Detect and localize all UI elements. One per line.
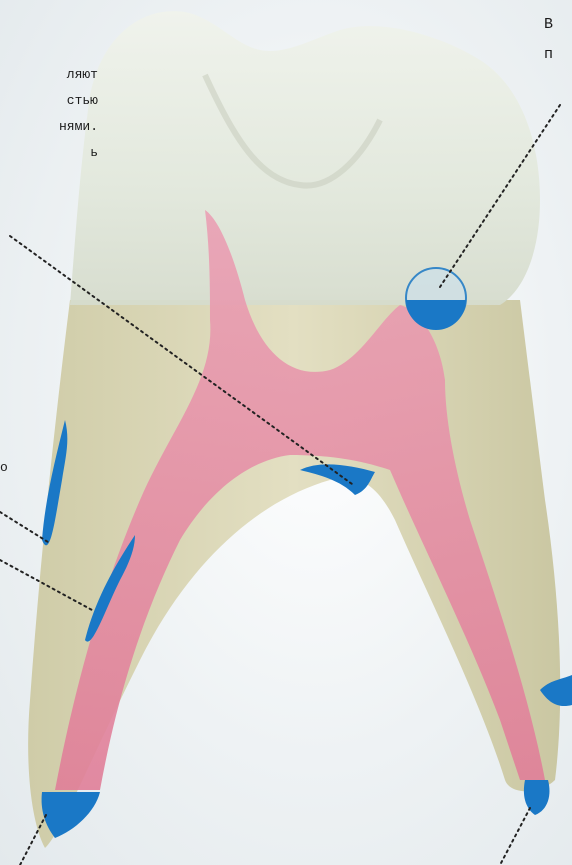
tooth-crown (70, 11, 540, 305)
annotation-left-fragment: о (0, 455, 20, 481)
annotation-left-text: ляют стью нями. ь (0, 62, 98, 166)
marker-apex-left (42, 792, 100, 838)
pointer-apex-right (500, 808, 530, 865)
marker-apex-right (524, 780, 550, 815)
annotation-right-text: В п (544, 10, 572, 70)
pointer-root-upper (0, 512, 48, 542)
